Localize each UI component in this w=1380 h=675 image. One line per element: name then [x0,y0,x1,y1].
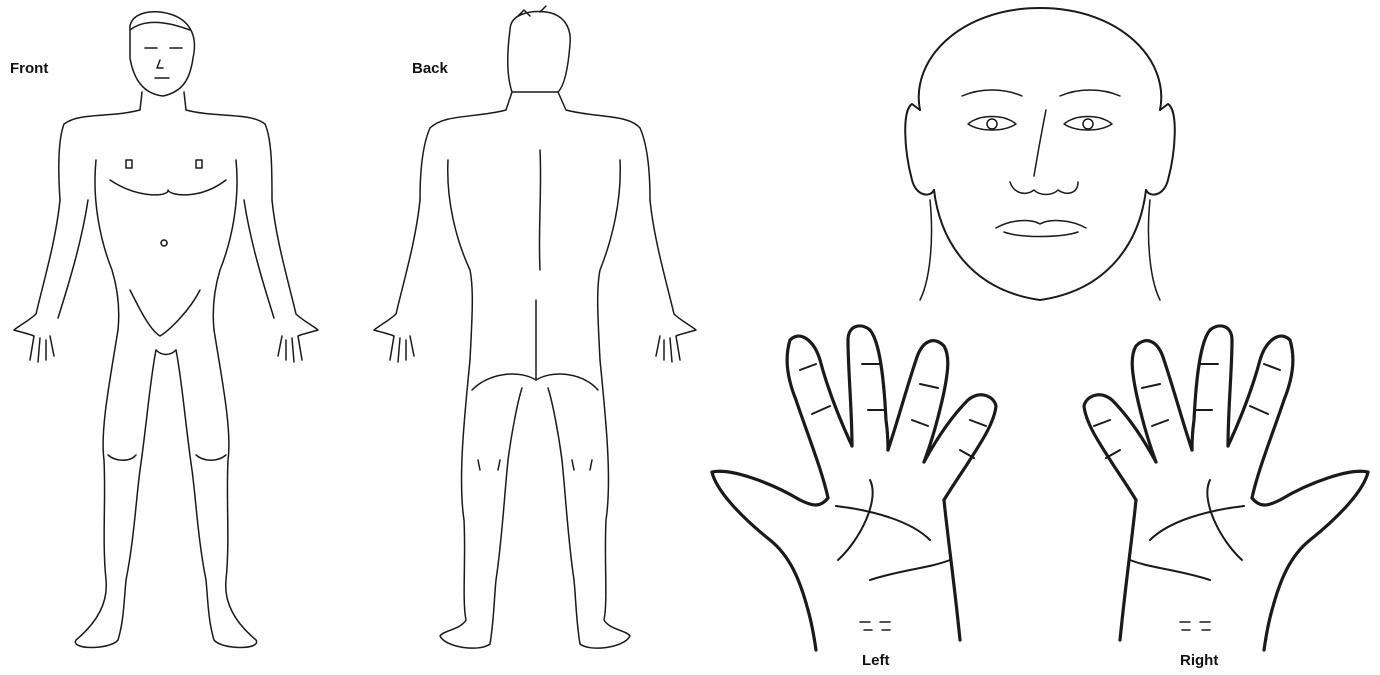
right-hand-figure [1084,326,1368,650]
left-hand-label: Left [862,652,890,669]
front-label: Front [10,60,48,77]
back-label: Back [412,60,448,77]
back-body-figure [374,6,696,648]
right-hand-label: Right [1180,652,1218,669]
face-figure [905,8,1175,300]
left-hand-figure [712,326,996,650]
front-body-figure [14,12,318,648]
